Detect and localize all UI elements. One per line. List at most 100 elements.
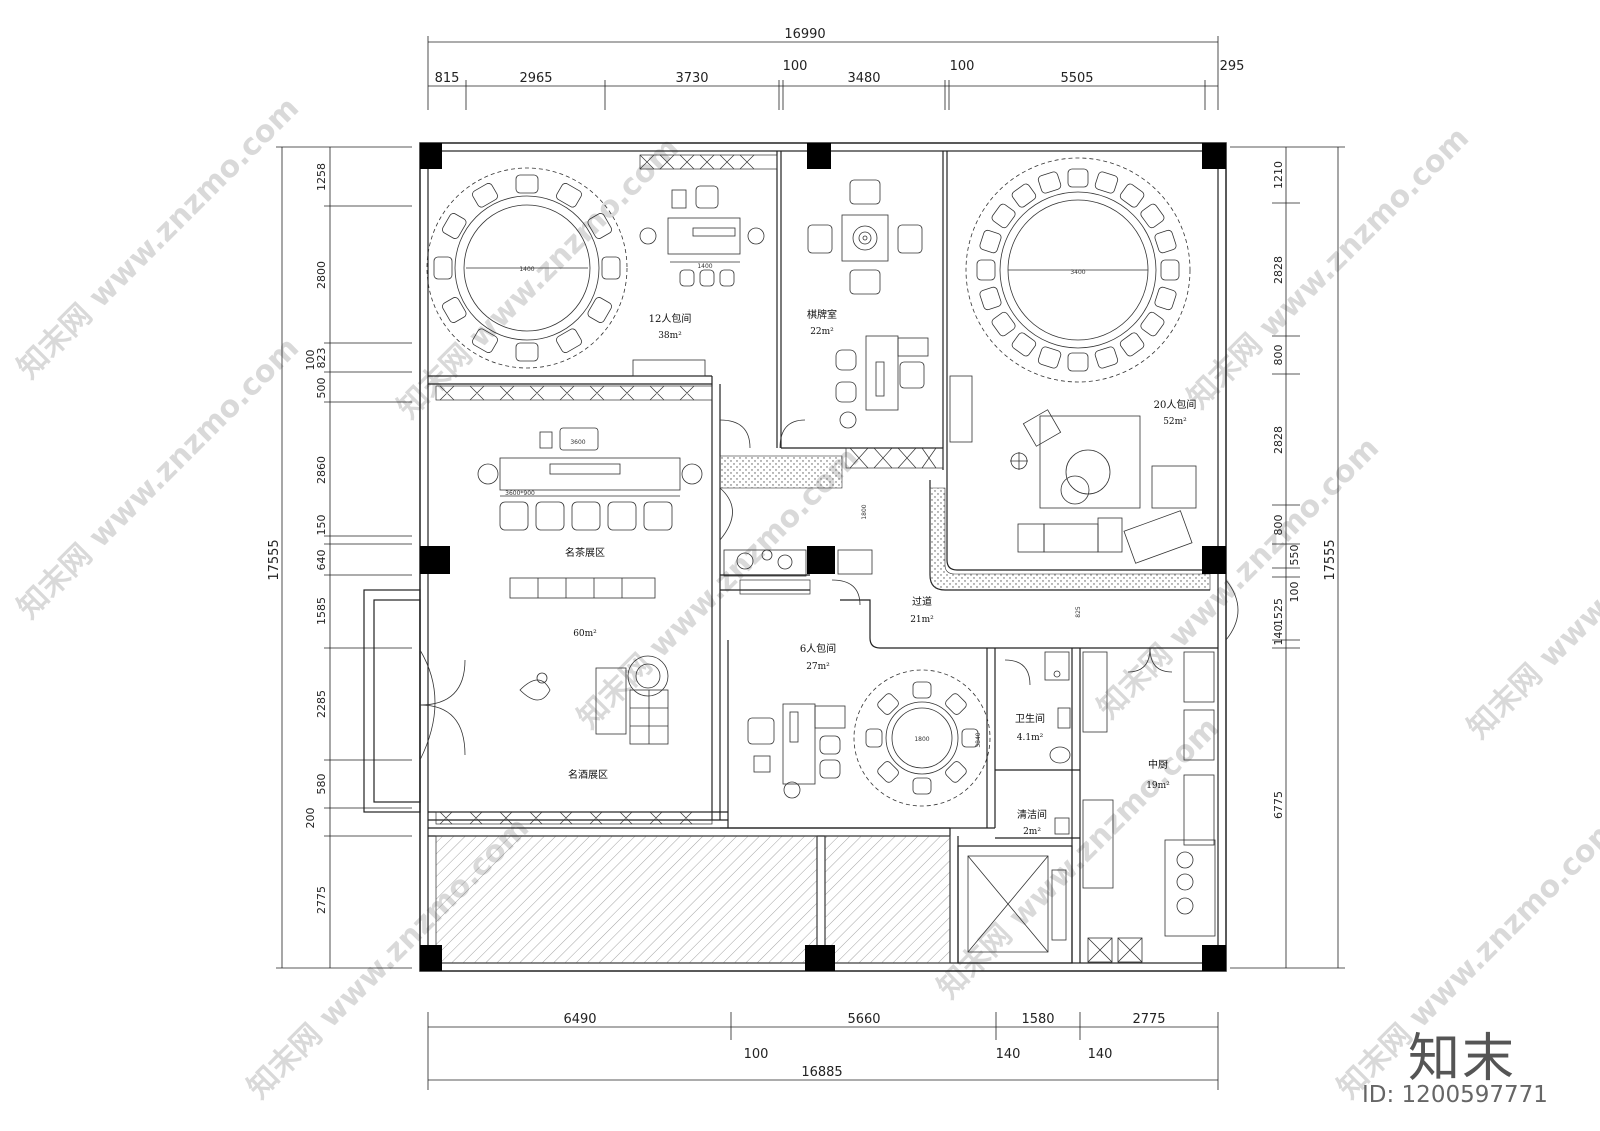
- chair: [877, 761, 899, 783]
- chair: [912, 777, 932, 795]
- room-12-name: 12人包间: [649, 312, 692, 325]
- table-6-size: 1800: [914, 736, 929, 743]
- dim-left-3: 823: [315, 348, 328, 369]
- chair: [1119, 332, 1145, 357]
- dim-bottom-total: 16885: [801, 1065, 842, 1080]
- dim-right-6: 550: [1288, 545, 1301, 566]
- chair: [1094, 171, 1119, 194]
- elevator: [967, 855, 1067, 953]
- room-6-area: 27m²: [806, 662, 830, 672]
- dim-bottom-3: 1580: [1021, 1012, 1054, 1027]
- table-6-person: [747, 669, 991, 807]
- chair: [601, 256, 621, 280]
- image-id: ID: 1200597771: [1362, 1082, 1548, 1108]
- chair: [1140, 311, 1165, 337]
- storage-hatch-right: [824, 835, 951, 964]
- room-corridor-area: 21m²: [910, 615, 934, 625]
- dim-bottom-2: 5660: [847, 1012, 880, 1027]
- room-kitchen-name: 中厨: [1148, 758, 1168, 771]
- room-clean-name: 清洁间: [1017, 808, 1047, 821]
- chair: [556, 328, 582, 353]
- dim-left-8: 640: [315, 550, 328, 571]
- kitchen-fixtures: [1082, 647, 1216, 963]
- dim-left-total: 17555: [267, 539, 282, 580]
- dim-bottom-small-1: 100: [744, 1047, 769, 1062]
- chair: [433, 256, 453, 280]
- dim-bottom-small-2: 140: [996, 1047, 1021, 1062]
- chair: [1037, 171, 1062, 194]
- dim-left-1: 1258: [315, 163, 328, 191]
- dim-top-2: 2965: [519, 71, 552, 86]
- wc-fixtures: [1004, 651, 1071, 835]
- table-20-size: 3400: [1070, 269, 1085, 276]
- dim-top-total: 16990: [784, 27, 825, 42]
- dim-left-6: 2860: [315, 456, 328, 484]
- dim-left-7: 150: [315, 515, 328, 536]
- dim-left-2: 2800: [315, 261, 328, 289]
- dim-left-11: 580: [315, 774, 328, 795]
- dim-top-4: 100: [783, 59, 808, 74]
- room-6-dim: 3840: [975, 732, 982, 747]
- chair: [515, 174, 539, 194]
- room-tea-name: 名茶展区: [565, 546, 605, 559]
- chair: [1094, 346, 1119, 369]
- table-12-size: 1400: [519, 266, 534, 273]
- dimension-lines: [276, 36, 1345, 1090]
- room-kitchen-area: 19m²: [1146, 781, 1170, 791]
- table-20-person: [949, 157, 1197, 564]
- chair: [912, 681, 932, 699]
- brand-logo: 知末: [1408, 1029, 1517, 1089]
- dim-left-10: 2285: [315, 690, 328, 718]
- chair: [472, 183, 498, 208]
- dim-bottom-small-3: 140: [1088, 1047, 1113, 1062]
- dim-top-6: 100: [950, 59, 975, 74]
- watermark: 知末网 www.znzmo.com: [931, 711, 1226, 1006]
- columns: [420, 143, 1226, 971]
- chair: [1037, 346, 1062, 369]
- dim-left-4: 100: [304, 350, 317, 371]
- chair: [1160, 259, 1180, 281]
- chair: [1011, 332, 1037, 357]
- chair: [587, 213, 612, 239]
- watermark: 知末网 www.znzmo.com: [1461, 451, 1600, 746]
- dim-top-3: 3730: [675, 71, 708, 86]
- dim-top-8: 295: [1220, 59, 1245, 74]
- watermark: 知末网 www.znzmo.com: [11, 91, 306, 386]
- cabinets: [435, 154, 944, 825]
- room-20-name: 20人包间: [1154, 398, 1197, 411]
- table-tea-size: 3600*900: [505, 490, 535, 497]
- dim-bottom-4: 2775: [1132, 1012, 1165, 1027]
- chair: [945, 693, 967, 715]
- dim-right-10: 6775: [1272, 791, 1285, 819]
- corridor-floor-1: [719, 455, 843, 489]
- dim-right-3: 800: [1272, 345, 1285, 366]
- dim-right-7: 100: [1288, 582, 1301, 603]
- dim-right-8: 1525: [1272, 598, 1285, 626]
- dim-left-12: 200: [304, 808, 317, 829]
- chair: [991, 311, 1016, 337]
- dim-right-1: 1210: [1272, 161, 1285, 189]
- exterior-door: [1225, 579, 1239, 641]
- dim-right-9: 140: [1272, 625, 1285, 646]
- dim-right-total: 17555: [1323, 539, 1338, 580]
- chair: [1154, 286, 1177, 311]
- room-chess-area: 22m²: [810, 327, 834, 337]
- room-wine-name: 名酒展区: [568, 768, 608, 781]
- room-wc-name: 卫生间: [1015, 712, 1045, 725]
- room-chess-name: 棋牌室: [807, 308, 837, 321]
- chair: [865, 728, 883, 748]
- chair: [979, 286, 1002, 311]
- chair: [976, 259, 996, 281]
- chair: [1067, 352, 1089, 372]
- room-clean-area: 2m²: [1023, 827, 1041, 837]
- chair: [515, 342, 539, 362]
- storage-hatch-left: [435, 835, 818, 964]
- dim-right-2: 2828: [1272, 256, 1285, 284]
- chair: [442, 297, 467, 323]
- chair: [556, 183, 582, 208]
- dim-top-7: 5505: [1060, 71, 1093, 86]
- dim-right-4: 2828: [1272, 426, 1285, 454]
- dim-top-5: 3480: [847, 71, 880, 86]
- chair: [1011, 183, 1037, 208]
